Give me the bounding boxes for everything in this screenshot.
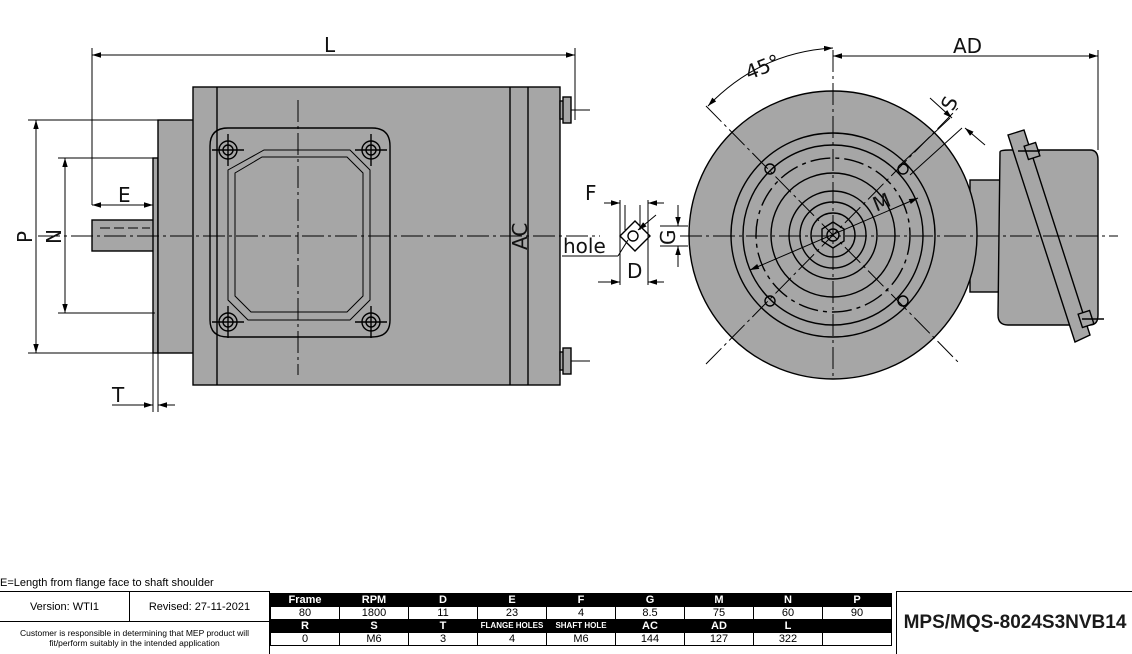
- spec-value-cell: 90: [822, 606, 892, 620]
- disclaimer-line-2: fit/perform suitably in the intended app…: [49, 638, 220, 648]
- spec-value-cell: M6: [546, 632, 616, 646]
- spec-value-cell: M6: [339, 632, 409, 646]
- spec-value-row-2: 0 M6 3 4 M6 144 127 322: [270, 632, 892, 646]
- spec-header-cell: N: [753, 593, 823, 607]
- model-number: MPS/MQS-8024S3NVB14: [896, 591, 1132, 654]
- spec-header-cell: FLANGE HOLES: [477, 619, 547, 633]
- spec-header-cell: M: [684, 593, 754, 607]
- spec-value-cell: 4: [477, 632, 547, 646]
- spec-value-cell: 3: [408, 632, 478, 646]
- version-cell: Version: WTI1: [0, 592, 130, 622]
- spec-value-cell: 80: [270, 606, 340, 620]
- terminal-screws: [212, 134, 387, 338]
- spec-value-cell: [822, 632, 892, 646]
- spec-value-cell: 11: [408, 606, 478, 620]
- spec-header-cell: T: [408, 619, 478, 633]
- spec-value-cell: 0: [270, 632, 340, 646]
- spec-value-row-1: 80 1800 11 23 4 8.5 75 60 90: [270, 606, 892, 620]
- spec-header-cell: D: [408, 593, 478, 607]
- front-view: M 45° AD S: [680, 34, 1118, 380]
- spec-value-cell: 4: [546, 606, 616, 620]
- spec-value-cell: 60: [753, 606, 823, 620]
- spec-value-cell: 8.5: [615, 606, 685, 620]
- spec-header-row-2: R S T FLANGE HOLES SHAFT HOLE AC AD L: [270, 619, 892, 633]
- spec-header-cell: R: [270, 619, 340, 633]
- dim-label-AD: AD: [953, 34, 982, 58]
- dim-label-F: F: [585, 181, 597, 205]
- dim-label-D: D: [627, 259, 642, 283]
- shaft-length-note: E=Length from flange face to shaft shoul…: [0, 577, 214, 589]
- spec-value-cell: 1800: [339, 606, 409, 620]
- spec-value-cell: 23: [477, 606, 547, 620]
- spec-header-cell: L: [753, 619, 823, 633]
- spec-value-cell: 144: [615, 632, 685, 646]
- motor-dimension-drawing: L E P N AC T F D: [13, 33, 1118, 412]
- side-bolt-bottom: [559, 347, 590, 375]
- spec-header-cell: P: [822, 593, 892, 607]
- spec-value-cell: 75: [684, 606, 754, 620]
- motor-flange: [152, 157, 159, 354]
- shaft-end-detail: F D G hole: [562, 181, 688, 285]
- spec-header-cell: G: [615, 593, 685, 607]
- spec-header-cell: E: [477, 593, 547, 607]
- spec-value-cell: 127: [684, 632, 754, 646]
- side-view: L E P N AC T: [13, 33, 600, 412]
- side-bolt-top: [559, 96, 590, 124]
- dim-label-angle: 45°: [742, 49, 784, 85]
- dim-label-T: T: [111, 383, 125, 407]
- spec-header-cell: [822, 619, 892, 633]
- spec-header-cell: RPM: [339, 593, 409, 607]
- spec-header-row-1: Frame RPM D E F G M N P: [270, 593, 892, 607]
- revised-cell: Revised: 27-11-2021: [130, 592, 270, 622]
- spec-header-cell: AD: [684, 619, 754, 633]
- spec-table: Frame RPM D E F G M N P 80 1800 11 23 4 …: [270, 593, 892, 646]
- terminal-box-side: [209, 127, 391, 338]
- dim-label-G: G: [656, 230, 680, 246]
- spec-value-cell: 322: [753, 632, 823, 646]
- dim-label-S: S: [936, 92, 963, 114]
- dim-label-L: L: [324, 33, 336, 57]
- spec-header-cell: Frame: [270, 593, 340, 607]
- dim-label-P: P: [13, 231, 37, 243]
- spec-header-cell: SHAFT HOLE: [546, 619, 616, 633]
- spec-header-cell: S: [339, 619, 409, 633]
- disclaimer-cell: Customer is responsible in determining t…: [0, 622, 270, 654]
- spec-header-cell: AC: [615, 619, 685, 633]
- spec-header-cell: F: [546, 593, 616, 607]
- hole-label: hole: [563, 234, 606, 258]
- dim-label-N: N: [42, 229, 66, 244]
- disclaimer-line-1: Customer is responsible in determining t…: [20, 628, 249, 638]
- dim-label-AC: AC: [508, 223, 532, 250]
- title-block-info: Version: WTI1 Revised: 27-11-2021 Custom…: [0, 591, 270, 654]
- dim-label-E: E: [118, 183, 131, 207]
